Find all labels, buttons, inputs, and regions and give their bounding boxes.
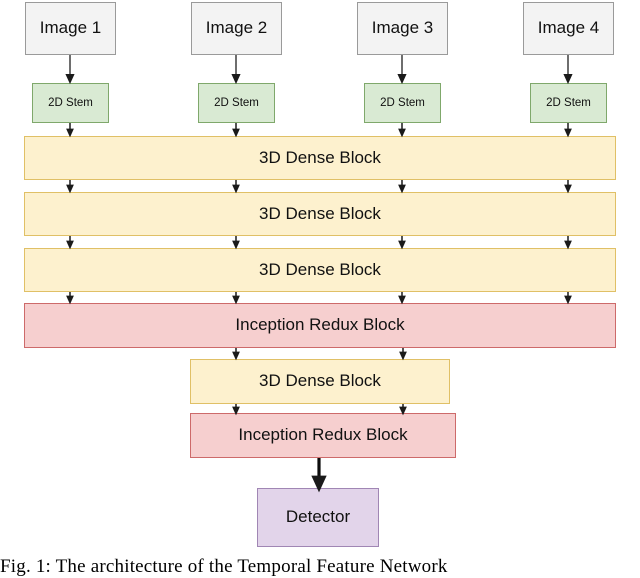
node-label: 2D Stem [380, 96, 425, 109]
node-label: 3D Dense Block [259, 371, 381, 391]
node-3d-dense-block-4: 3D Dense Block [190, 359, 450, 404]
node-label: 2D Stem [48, 96, 93, 109]
node-2d-stem-1: 2D Stem [32, 83, 109, 123]
node-label: Image 4 [537, 18, 600, 38]
node-image-4: Image 4 [523, 2, 614, 55]
node-label: 3D Dense Block [259, 259, 381, 279]
node-label: Inception Redux Block [238, 425, 408, 445]
node-label: Detector [285, 507, 351, 527]
figure-caption: Fig. 1: The architecture of the Temporal… [0, 556, 448, 577]
arrows-dense1-to-dense2 [66, 180, 572, 194]
node-2d-stem-4: 2D Stem [530, 83, 607, 123]
node-2d-stem-3: 2D Stem [364, 83, 441, 123]
arrows-dense3-to-redux1 [66, 292, 572, 305]
arrows-stem-to-dense1 [66, 123, 572, 138]
node-3d-dense-block-3: 3D Dense Block [24, 248, 616, 292]
arrows-redux1-to-dense4 [232, 348, 407, 361]
node-label: 2D Stem [214, 96, 259, 109]
arrows-image-to-stem [65, 55, 573, 85]
arrows-dense4-to-redux2 [232, 404, 407, 416]
arrows-dense2-to-dense3 [66, 236, 572, 250]
node-image-3: Image 3 [357, 2, 448, 55]
node-image-2: Image 2 [191, 2, 282, 55]
node-inception-redux-block-2: Inception Redux Block [190, 413, 456, 458]
node-inception-redux-block-1: Inception Redux Block [24, 303, 616, 348]
node-label: Inception Redux Block [235, 315, 405, 335]
node-3d-dense-block-2: 3D Dense Block [24, 192, 616, 236]
node-label: Image 1 [39, 18, 102, 38]
node-label: Image 3 [371, 18, 434, 38]
node-detector: Detector [257, 488, 379, 547]
node-label: 3D Dense Block [259, 203, 381, 223]
node-label: Image 2 [205, 18, 268, 38]
node-image-1: Image 1 [25, 2, 116, 55]
node-label: 2D Stem [546, 96, 591, 109]
node-3d-dense-block-1: 3D Dense Block [24, 136, 616, 180]
node-label: 3D Dense Block [259, 147, 381, 167]
node-2d-stem-2: 2D Stem [198, 83, 275, 123]
